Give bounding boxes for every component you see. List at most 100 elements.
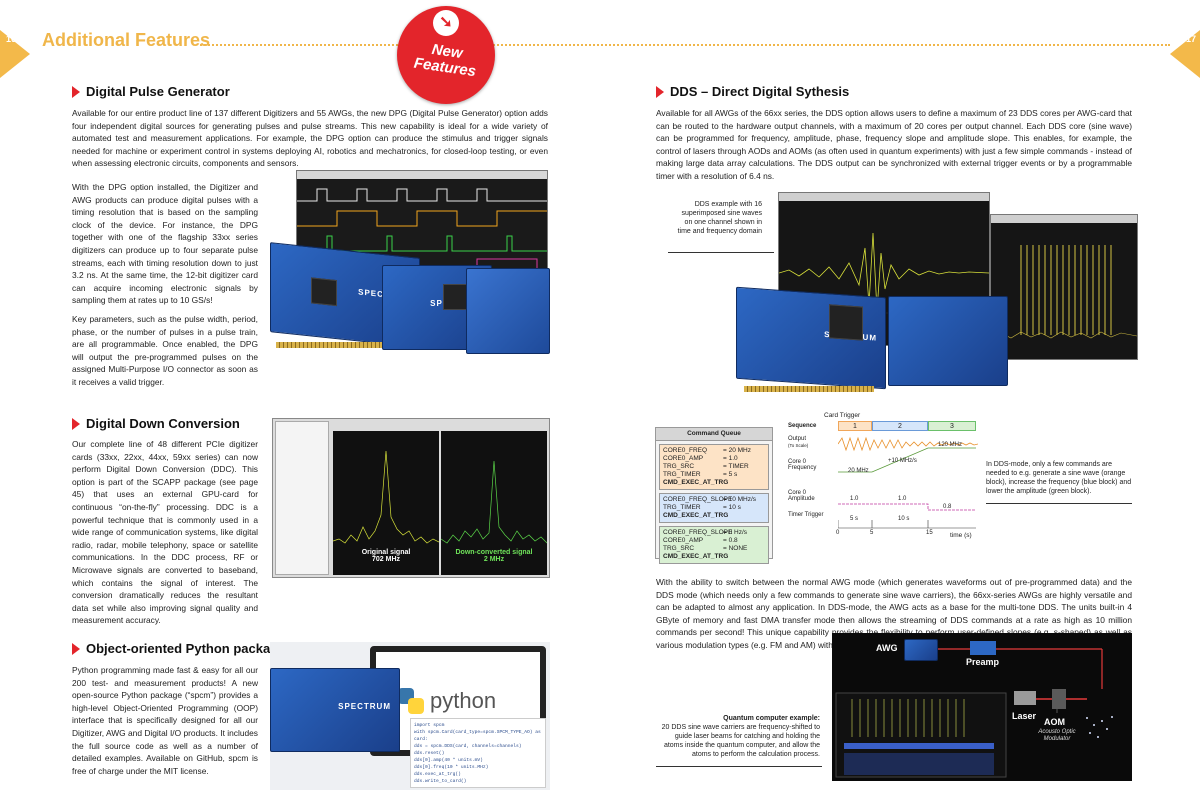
freq-label-3: 120 MHz [938,442,963,448]
caption-rule-3 [656,766,822,767]
awg-card-small [904,639,938,661]
code-line: dds[0].freq(10 * units.MHz) [414,765,489,770]
dds-caption-2: In DDS-mode, only a few commands are nee… [986,461,1132,495]
ddc-paragraph-1: Our complete line of 48 different PCIe d… [72,439,258,626]
original-freq-label: 702 MHz [371,556,400,563]
dpg-paragraph-2: With the DPG option installed, the Digit… [72,182,258,306]
code-line: import spcm [414,723,445,728]
card-chip [311,277,337,307]
cmd-val: = 0.8 [723,537,738,544]
cmd-exec: CMD_EXEC_AT_TRG [663,512,729,519]
preamp-label: Preamp [966,657,1000,667]
tick-15: 15 [926,530,933,536]
row-output: Output [788,436,807,442]
aom-label: AOM [1044,717,1065,727]
cmd-val: = NONE [723,545,748,552]
freq-label-1: 20 MHz [848,468,869,474]
command-block-blue: CORE0_FREQ_SLOPE= 10 MHz/s TRG_TIMER= 10… [659,493,769,523]
timer-label-2: 10 s [898,516,910,522]
cmd-val: = 20 MHz [723,447,751,454]
python-image: python SPECTRUM import spcm with spcm.Ca… [270,642,550,790]
cmd-exec: CMD_EXEC_AT_TRG [663,479,729,486]
caption-rule [668,252,774,253]
amp-label-1: 1.0 [850,496,859,502]
tick-5: 5 [870,530,874,536]
frequency-spectrum-graphic [990,215,1138,339]
card-connector [276,342,396,348]
cmd-val: = 1.0 [723,455,738,462]
dpg-paragraph-3: Key parameters, such as the pulse width,… [72,313,258,387]
row-output-scale: (To Scale) [788,443,809,448]
section-heading-python: Object-oriented Python package [72,641,285,656]
quantum-caption: Quantum computer example: 20 DDS sine wa… [656,714,820,759]
code-line: with spcm.Card(card_type=spcm.SPCM_TYPE_… [414,730,541,742]
cmd-key: TRG_SRC [663,545,695,552]
python-paragraph-1: Python programming made fast & easy for … [72,665,258,776]
caption-rule-2 [986,503,1132,504]
row-core0-frequency: Core 0 Frequency [788,459,817,471]
preamp-box [970,641,996,655]
ddc-screenshot: Original signal 702 MHz Down-converted s… [272,418,550,578]
command-block-green: CORE0_FREQ_SLOPE= 0 Hz/s CORE0_AMP= 0.8 … [659,526,769,564]
python-logo-text: python [430,688,497,713]
row-sequence: Sequence [788,423,817,429]
python-logo-icon [398,688,424,714]
timing-waveforms [838,436,978,529]
page-number-right: 17 [1185,34,1196,44]
cmd-key: CORE0_FREQ_SLOPE [663,496,733,503]
quantum-caption-text: 20 DDS sine wave carriers are frequency-… [661,724,820,758]
aom-description: Acousto Optic Modulator [1038,729,1076,742]
ddc-tree-panel [275,421,329,575]
card-connector-2 [744,386,874,392]
aom-box [1052,689,1066,709]
row-timer-trigger: Timer Trigger [788,512,824,518]
code-line: dds = spcm.DDS(card, channels=channels) [414,744,522,749]
ddc-plot-original: Original signal 702 MHz [332,431,440,575]
downconverted-freq-label: 2 MHz [483,556,505,563]
ddc-plot-downconverted: Down-converted signal 2 MHz [440,431,548,575]
header-dotted-rule-right [490,44,1170,46]
command-queue-diagram: Command Queue CORE0_FREQ= 20 MHz CORE0_A… [655,427,773,564]
dds-spectrum-card-2 [888,296,1008,386]
badge-text: New Features [409,39,483,80]
awg-label: AWG [876,643,898,653]
cmd-key: CORE0_AMP [663,537,704,544]
cmd-val: = 10 s [723,504,741,511]
python-spectrum-card: SPECTRUM [270,668,400,752]
dds-product-image: SPECTRUM [736,192,1140,398]
dpg-product-image: SPECTRUM SPECTRUM [270,170,550,360]
seq-1: 1 [838,421,872,431]
laser-beam-graphic [835,648,1113,778]
cmd-key: TRG_TIMER [663,471,701,478]
laser-label: Laser [1012,711,1037,721]
code-line: dds.exec_at_trg() [414,772,461,777]
cmd-val: = 10 MHz/s [723,496,757,503]
spectrum-module-3 [466,268,550,354]
cmd-val: = 5 s [723,471,738,478]
cmd-key: CORE0_FREQ_SLOPE [663,529,733,536]
card-fan [829,304,863,341]
page-number-tab-right [1170,30,1200,78]
dpg-body: With the DPG option installed, the Digit… [72,181,258,395]
code-line: dds.reset() [414,751,445,756]
amp-label-2: 1.0 [898,496,907,502]
page-number-left: 16 [6,34,17,44]
dds-intro: Available for all AWGs of the 66xx serie… [656,107,1132,189]
cmd-key: CORE0_FREQ [663,447,708,454]
code-line: dds[0].amp(40 * units.mV) [414,758,483,763]
freq-label-2: +10 MHz/s [888,458,917,464]
row-core0-amplitude: Core 0 Amplitude [788,490,815,502]
cmd-val: = 0 Hz/s [723,529,748,536]
amp-label-3: 0.8 [943,504,952,510]
dds-body-wide: With the ability to switch between the n… [656,576,1132,658]
card-brand-label-3: SPECTRUM [338,701,391,711]
new-features-badge: ➘ New Features [397,6,495,104]
card-trigger-label: Card Trigger [824,412,861,419]
seq-3: 3 [928,421,976,431]
ddc-label-left: Original signal 702 MHz [333,549,439,563]
tick-0: 0 [836,530,840,536]
arrow-icon: ➘ [433,10,459,36]
python-code-snippet: import spcm with spcm.Card(card_type=spc… [410,718,546,788]
dds-frequency-domain-screen [990,214,1138,360]
dds-paragraph-2: With the ability to switch between the n… [656,577,1132,650]
